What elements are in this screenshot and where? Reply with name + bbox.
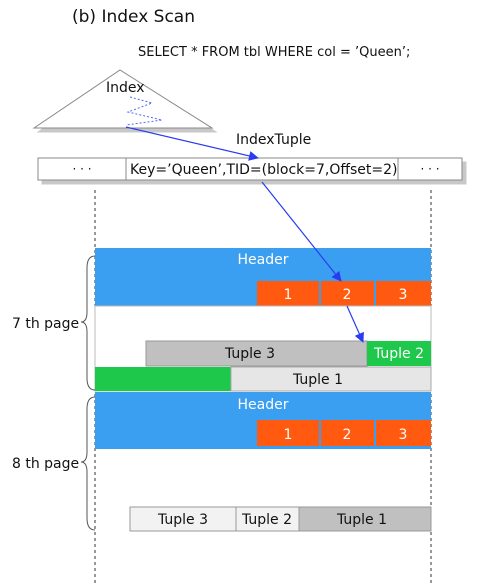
page-7-pointer-2-label: 2 xyxy=(343,287,352,303)
page-7-pointer-3-label: 3 xyxy=(399,287,408,303)
index-search-path xyxy=(125,96,163,126)
page-7-line-pointer-1 xyxy=(257,281,319,306)
index-tuple-entry: Key=’Queen’,TID=(block=7,Offset=2) xyxy=(130,162,398,178)
page-7-tuple-1-label: Tuple 1 xyxy=(292,372,343,388)
page-8-tuple-1-label: Tuple 1 xyxy=(336,512,387,528)
page-8-tuple-1 xyxy=(298,506,432,532)
index-row-ellipsis-right: · · · xyxy=(420,162,439,176)
page-7-header-label: Header xyxy=(238,252,289,268)
page-7-tuple-2-label: Tuple 2 xyxy=(373,346,424,362)
arrow-index-to-tuple xyxy=(125,126,259,161)
page-7-tuple-3-label: Tuple 3 xyxy=(224,346,275,362)
page-7-line-pointer-2 xyxy=(321,281,374,306)
sql-query: SELECT * FROM tbl WHERE col = ’Queen’; xyxy=(138,45,410,60)
page-7-brace xyxy=(80,255,96,391)
page-7-tuple-2 xyxy=(367,341,431,366)
index-tuple-label: IndexTuple xyxy=(236,132,311,148)
page-7: Header 1 2 3 Tuple 3 Tuple 2 Tuple 1 7 t… xyxy=(12,248,432,392)
page-8-tuple-2-label: Tuple 2 xyxy=(241,512,292,528)
page-8: Header 1 2 3 Tuple 3 Tuple 2 Tuple 1 8 t… xyxy=(12,392,432,532)
page-8-tuple-3 xyxy=(129,506,237,532)
page-7-line-pointer-3 xyxy=(376,281,431,306)
index-triangle xyxy=(32,69,214,129)
page-7-tuple-1-spill xyxy=(95,367,231,391)
page-8-header-label: Header xyxy=(238,397,289,413)
page-8-line-pointer-2 xyxy=(321,420,374,446)
page-8-line-pointer-1 xyxy=(257,420,319,446)
page-7-label: 7 th page xyxy=(12,316,79,332)
page-8-label: 8 th page xyxy=(12,456,79,472)
index-tuple-row: · · · Key=’Queen’,TID=(block=7,Offset=2)… xyxy=(37,157,463,181)
page-8-line-pointer-3 xyxy=(376,420,431,446)
index-label: Index xyxy=(106,80,145,96)
page-8-tuple-3-label: Tuple 3 xyxy=(157,512,208,528)
diagram-title: (b) Index Scan xyxy=(72,7,195,27)
page-8-pointer-1-label: 1 xyxy=(284,427,293,443)
arrow-pointer-to-tuple xyxy=(346,305,364,343)
index-row-ellipsis-left: · · · xyxy=(72,162,91,176)
page-7-pointer-1-label: 1 xyxy=(284,287,293,303)
arrow-tid-to-pointer xyxy=(261,181,342,282)
page-8-tuple-2 xyxy=(235,506,300,532)
page-8-pointer-2-label: 2 xyxy=(343,427,352,443)
page-7-tuple-3 xyxy=(145,340,368,367)
page-8-pointer-3-label: 3 xyxy=(399,427,408,443)
page-8-brace xyxy=(80,396,96,531)
page-7-tuple-1 xyxy=(230,366,432,392)
